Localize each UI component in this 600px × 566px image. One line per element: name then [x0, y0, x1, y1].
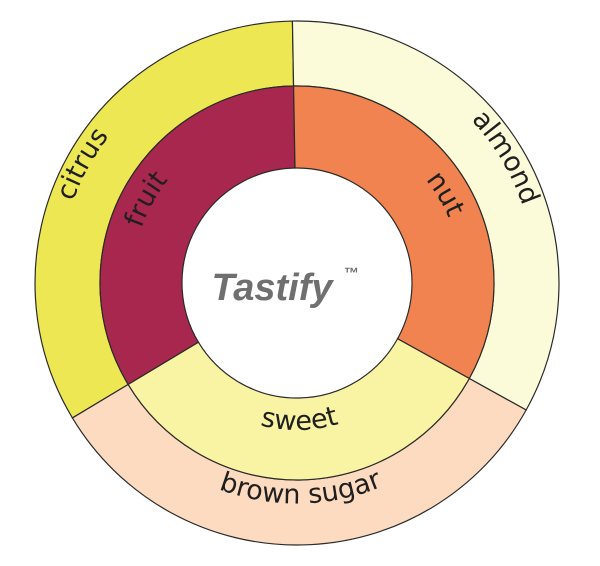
brand-logo: Tastify ™ [211, 265, 358, 309]
inner-segment-sweet [127, 337, 471, 481]
trademark-mark: ™ [344, 265, 359, 282]
inner-ring [99, 85, 495, 481]
inner-label-sweet: sweet [258, 401, 340, 438]
inner-segment-nut [292, 85, 495, 380]
brand-name: Tastify [211, 267, 334, 309]
inner-segment-fruit [99, 85, 296, 386]
